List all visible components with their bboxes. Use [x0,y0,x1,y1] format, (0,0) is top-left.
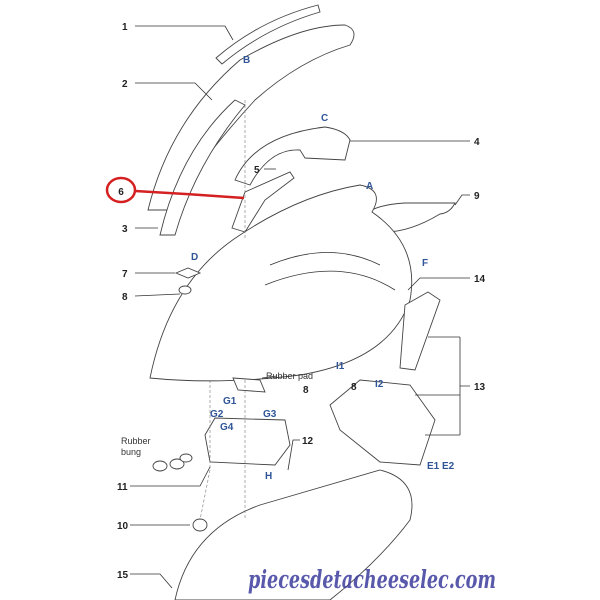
watermark: piecesdetacheeselec.com [248,565,496,594]
ref-G3: G3 [263,409,277,420]
ref-F: F [422,258,428,269]
part-15-soleplate [174,469,413,600]
label-part-3: 3 [122,224,128,235]
ref-H: H [265,471,272,482]
part-4-switch-assembly [234,126,351,186]
label-part-11: 11 [117,482,128,493]
note-rubber-pad: Rubber pad [266,371,313,381]
ref-B: B [243,55,250,66]
part-8-washer [178,285,192,295]
label-part-4: 4 [474,137,480,148]
ref-G2: G2 [210,409,224,420]
highlight-part-6 [105,176,245,204]
part-13-water-tank [329,291,441,466]
ref-I2: I2 [375,379,384,390]
label-part-14: 14 [474,274,486,285]
label-part-6: 6 [118,187,124,198]
label-part-13: 13 [474,382,486,393]
label-part-8-third: 8 [351,382,357,393]
rubber-pad [232,377,266,393]
part-1-handle-strip [215,4,321,65]
label-part-5: 5 [254,165,260,176]
ref-I1: I1 [336,361,345,372]
assembly-line [199,380,211,521]
label-part-10: 10 [117,521,129,532]
label-part-2: 2 [122,79,128,90]
note-rubber-bung-line2: bung [121,447,141,457]
label-part-12: 12 [302,436,314,447]
part-14-housing [149,184,413,382]
label-part-15: 15 [117,570,129,581]
leader-lines [130,25,470,589]
note-rubber-bung-line1: Rubber [121,436,151,446]
part-11-bracket [204,417,291,466]
ref-D: D [191,252,198,263]
ref-E1-E2: E1 E2 [427,461,455,472]
part-10-nut [192,518,208,532]
ref-A: A [366,181,373,192]
ref-G4: G4 [220,422,234,433]
label-part-1: 1 [122,22,128,33]
label-part-7: 7 [122,269,128,280]
rubber-bungs [152,453,193,472]
label-part-8: 8 [122,292,128,303]
ref-C: C [321,113,328,124]
part-7-clip [174,267,202,279]
ref-G1: G1 [223,396,237,407]
label-part-9: 9 [474,191,480,202]
label-part-8-second: 8 [303,385,309,396]
